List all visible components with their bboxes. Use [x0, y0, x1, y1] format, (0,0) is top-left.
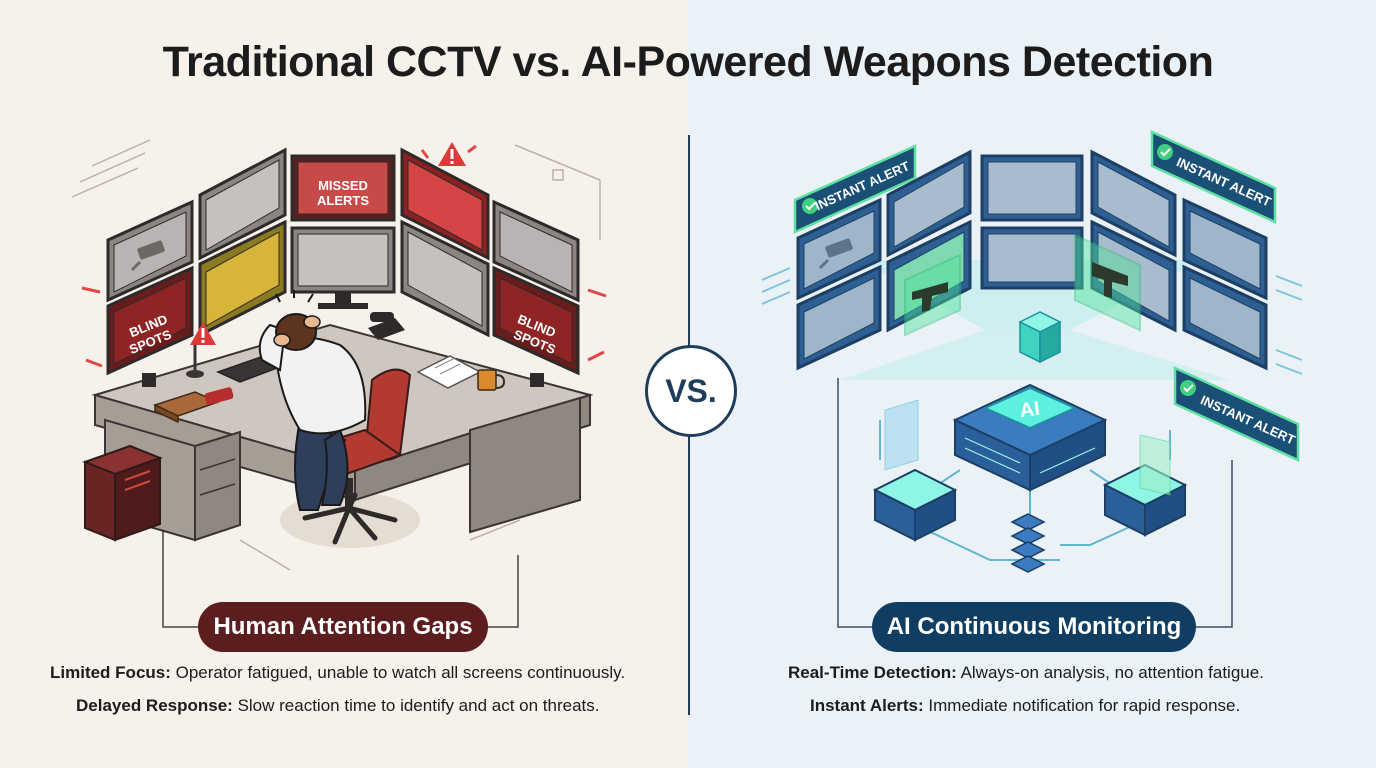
warning-icon [190, 322, 216, 345]
point-text: Always-on analysis, no attention fatigue… [956, 663, 1264, 682]
alert-ticks [81, 144, 607, 368]
point-label: Limited Focus: [50, 663, 171, 682]
point-text: Slow reaction time to identify and act o… [232, 696, 600, 715]
warning-icon [438, 142, 466, 166]
ai-chip-icon [952, 383, 1108, 492]
check-icon [1160, 148, 1171, 157]
ai-monitor-wall [796, 149, 1268, 371]
point-label: Real-Time Detection: [788, 663, 957, 682]
ai-detection-illustration: AI [761, 130, 1303, 628]
server-stack-icon [1010, 513, 1046, 573]
server-icon [872, 468, 958, 542]
real-time-detection-point: Real-Time Detection: Always-on analysis,… [788, 663, 1264, 683]
instant-alert-badge-3: INSTANT ALERT [1173, 366, 1300, 462]
coffee-mug-icon [477, 369, 506, 391]
point-text: Operator fatigued, unable to watch all s… [170, 663, 626, 682]
point-label: Delayed Response: [76, 696, 233, 715]
gun-icon [1092, 262, 1128, 298]
operator-figure [258, 290, 367, 511]
traditional-cctv-illustration: MISSED ALERTS BLIND SPOTS BLIND SPOTS [71, 139, 607, 628]
check-icon [805, 202, 816, 211]
ai-chip-label: AI [1018, 398, 1041, 423]
desk-phone-icon [368, 312, 405, 340]
missed-alerts-label-1: MISSED [318, 178, 368, 193]
computer-tower-icon [82, 444, 163, 542]
page-title: Traditional CCTV vs. AI-Powered Weapons … [162, 38, 1214, 86]
cctv-camera-icon [130, 240, 165, 272]
instant-alerts-point: Instant Alerts: Immediate notification f… [810, 696, 1240, 716]
delayed-response-point: Delayed Response: Slow reaction time to … [76, 696, 599, 716]
human-attention-gaps-pill: Human Attention Gaps [198, 602, 488, 652]
gun-icon [912, 282, 948, 312]
cctv-camera-icon [818, 238, 853, 270]
ai-continuous-monitoring-pill: AI Continuous Monitoring [872, 602, 1196, 652]
signal-lines [761, 267, 1303, 375]
check-icon [1183, 384, 1194, 393]
point-text: Immediate notification for rapid respons… [923, 696, 1241, 715]
vs-badge: VS. [645, 345, 737, 437]
point-label: Instant Alerts: [810, 696, 924, 715]
limited-focus-point: Limited Focus: Operator fatigued, unable… [50, 663, 625, 683]
decorative-lines [71, 139, 601, 571]
missed-alerts-label-2: ALERTS [317, 193, 369, 208]
